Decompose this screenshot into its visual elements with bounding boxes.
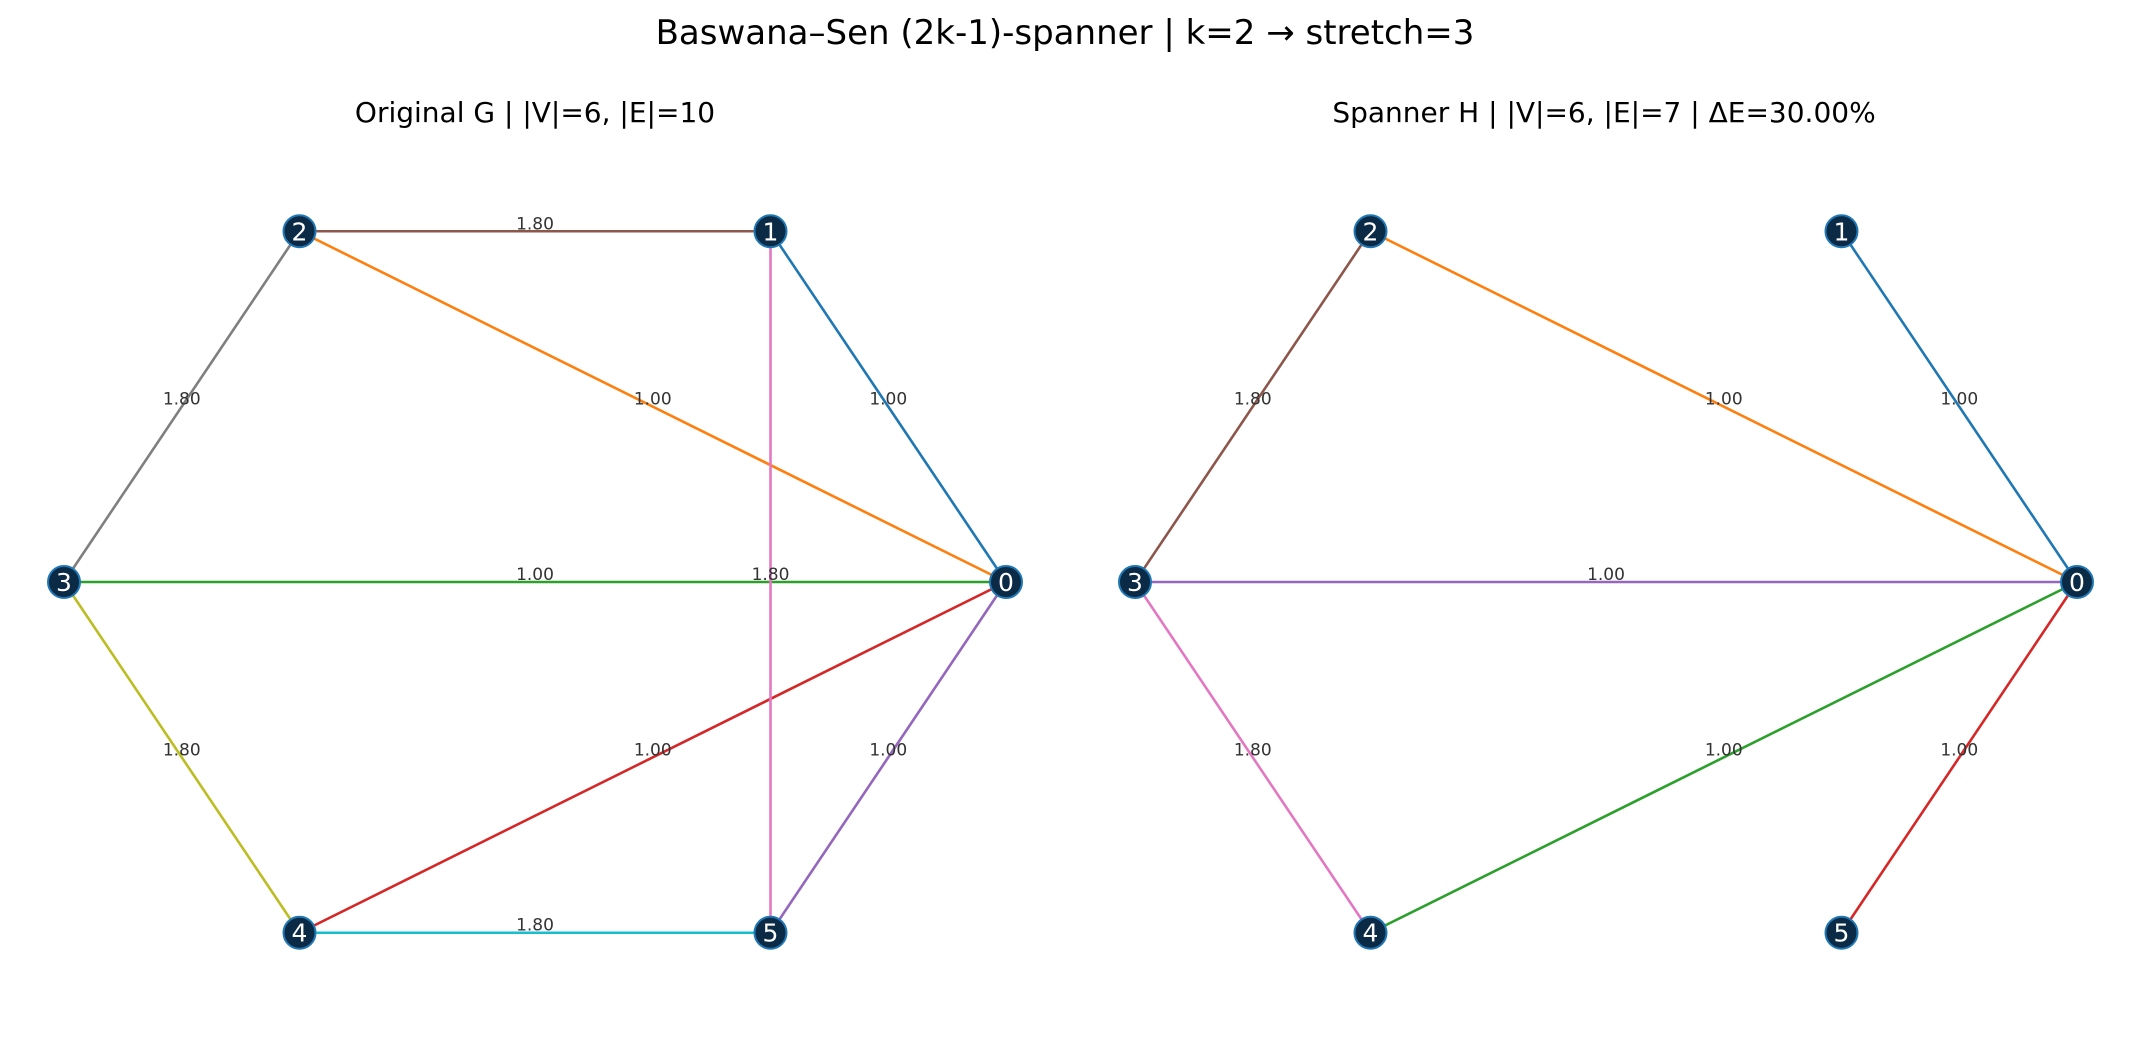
graph-node: 1 xyxy=(753,214,788,249)
graph-node: 3 xyxy=(47,565,81,599)
edge-3-4 xyxy=(1133,581,1372,934)
edge-label-layer: 1.00 1.00 1.00 1.00 1.00 1.80 1.80 1.80 1.80 1.80 xyxy=(163,214,907,935)
panel-title-spanner: Spanner H | |V|=6, |E|=7 | ΔE=30.00% xyxy=(1332,96,1875,129)
edge-weight-label: 1.00 xyxy=(1705,740,1743,760)
graph-node: 2 xyxy=(282,214,317,249)
edge-layer xyxy=(1133,230,2079,934)
node-circle xyxy=(47,565,81,599)
edge-weight-label: 1.00 xyxy=(516,565,554,585)
edge-2-3 xyxy=(62,230,301,583)
edge-weight-label: 1.80 xyxy=(163,390,201,410)
edge-layer xyxy=(62,229,1008,935)
graph-node: 4 xyxy=(282,915,317,950)
node-label: 5 xyxy=(1834,919,1850,948)
edge-weight-label: 1.00 xyxy=(869,740,907,760)
node-circle xyxy=(282,214,317,249)
graph-node: 0 xyxy=(2060,565,2094,599)
node-label: 0 xyxy=(2069,568,2085,597)
edge-0-1 xyxy=(1840,230,2079,583)
node-label: 5 xyxy=(763,919,779,948)
edge-weight-label: 1.00 xyxy=(1705,390,1743,410)
graph-node: 5 xyxy=(1824,915,1859,950)
edge-weight-label: 1.80 xyxy=(516,916,554,936)
node-layer: 0 1 2 3 4 5 xyxy=(1118,214,2094,950)
edge-0-1 xyxy=(769,230,1008,583)
node-label: 2 xyxy=(1363,217,1379,246)
edge-weight-label: 1.00 xyxy=(1587,565,1625,585)
node-layer: 0 1 2 3 4 5 xyxy=(47,214,1023,950)
graph-node: 1 xyxy=(1824,214,1859,249)
edge-weight-label: 1.00 xyxy=(869,390,907,410)
graph-node: 3 xyxy=(1118,565,1152,599)
edge-weight-label: 1.00 xyxy=(1940,390,1978,410)
graph-node: 2 xyxy=(1353,214,1388,249)
node-circle xyxy=(1353,915,1388,950)
node-circle xyxy=(989,565,1023,599)
edge-label-layer: 1.00 1.00 1.00 1.00 1.00 1.80 1.80 xyxy=(1234,390,1978,761)
node-label: 1 xyxy=(1834,217,1850,246)
node-label: 0 xyxy=(998,568,1014,597)
node-label: 1 xyxy=(763,217,779,246)
edge-weight-label: 1.00 xyxy=(634,740,672,760)
edge-weight-label: 1.80 xyxy=(1234,390,1272,410)
node-circle xyxy=(753,214,788,249)
panel-title-original: Original G | |V|=6, |E|=10 xyxy=(355,96,715,129)
edge-0-5 xyxy=(1840,581,2079,934)
edge-weight-label: 1.80 xyxy=(1234,740,1272,760)
node-label: 4 xyxy=(1363,919,1379,948)
graph-node: 0 xyxy=(989,565,1023,599)
node-circle xyxy=(2060,565,2094,599)
edge-3-4 xyxy=(62,581,301,934)
edge-weight-label: 1.80 xyxy=(163,740,201,760)
panel-spanner-graph: Spanner H | |V|=6, |E|=7 | ΔE=30.00% 1.0… xyxy=(1118,96,2094,950)
node-circle xyxy=(753,915,788,950)
edge-0-2 xyxy=(298,230,1007,584)
edge-0-2 xyxy=(1369,230,2078,584)
node-circle xyxy=(1353,214,1388,249)
node-label: 4 xyxy=(292,919,308,948)
edge-2-3 xyxy=(1133,230,1372,583)
node-circle xyxy=(1824,915,1859,950)
edge-weight-label: 1.80 xyxy=(752,565,790,585)
node-circle xyxy=(282,915,317,950)
panel-original-graph: Original G | |V|=6, |E|=10 1.001.001.001… xyxy=(47,96,1023,950)
edge-0-5 xyxy=(769,581,1008,934)
edge-weight-label: 1.00 xyxy=(1940,740,1978,760)
graph-node: 4 xyxy=(1353,915,1388,950)
node-label: 3 xyxy=(56,568,72,597)
edge-weight-label: 1.80 xyxy=(516,214,554,234)
edge-0-4 xyxy=(1369,580,2078,934)
figure-title: Baswana–Sen (2k-1)-spanner | k=2 → stret… xyxy=(656,13,1475,53)
node-label: 3 xyxy=(1127,568,1143,597)
node-circle xyxy=(1824,214,1859,249)
node-circle xyxy=(1118,565,1152,599)
node-label: 2 xyxy=(292,217,308,246)
edge-weight-label: 1.00 xyxy=(634,390,672,410)
graph-node: 5 xyxy=(753,915,788,950)
edge-0-4 xyxy=(298,580,1007,934)
